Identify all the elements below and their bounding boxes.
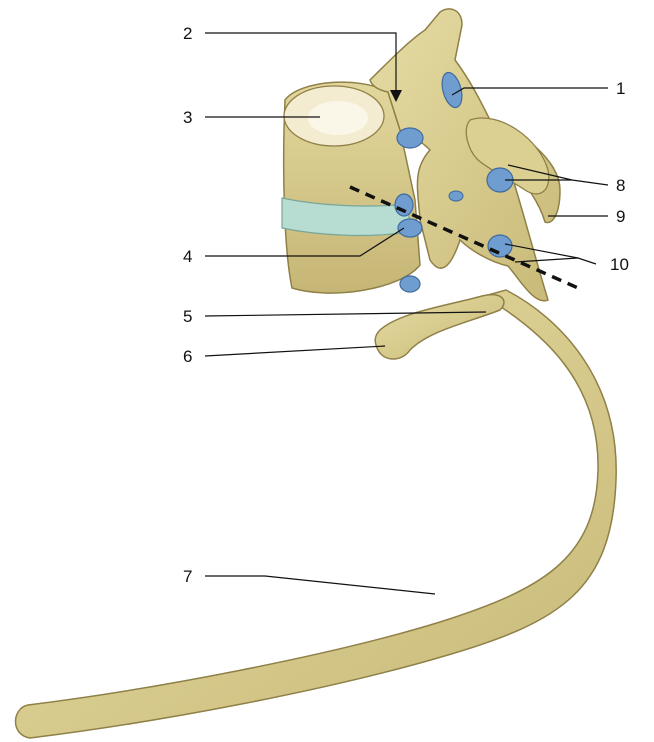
label-2: 2 [183, 24, 192, 43]
rib-shaft [16, 290, 617, 738]
rib-neck [375, 295, 504, 359]
transverse-facet-lower [488, 235, 512, 257]
label-6: 6 [183, 347, 192, 366]
label-8: 8 [616, 176, 625, 195]
costal-facet-lower [398, 219, 422, 237]
label-1: 1 [616, 79, 625, 98]
label-7: 7 [183, 567, 192, 586]
body-facet-bottom [400, 276, 420, 292]
label-10: 10 [610, 255, 629, 274]
leader-6 [205, 346, 385, 356]
label-5: 5 [183, 307, 192, 326]
label-3: 3 [183, 108, 192, 127]
superior-costal-facet [397, 128, 423, 148]
label-9: 9 [616, 207, 625, 226]
leader-7 [205, 576, 435, 594]
facet-small-mid [449, 191, 463, 201]
label-4: 4 [183, 247, 192, 266]
